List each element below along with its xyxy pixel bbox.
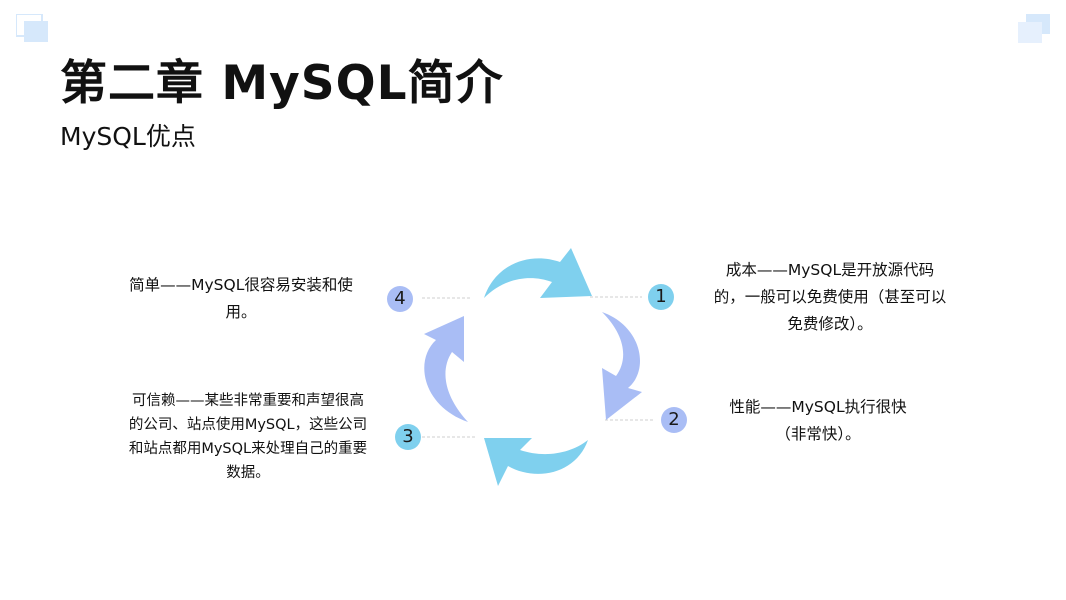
arrow-bottom [484,438,588,486]
badge-1: 1 [648,284,674,310]
badge-4: 4 [387,286,413,312]
arrow-right [602,312,642,420]
item-1-text: 成本——MySQL是开放源代码的，一般可以免费使用（甚至可以免费修改）。 [713,261,947,333]
arrow-top [484,248,592,298]
corner-decoration-top-left [16,14,48,42]
badge-2: 2 [661,407,687,433]
badge-3: 3 [395,424,421,450]
corner-decoration-top-right [1018,14,1050,43]
arrow-left [424,316,468,422]
cycle-diagram [422,248,655,486]
page-title: 第二章 MySQL简介 [60,56,504,111]
item-2-text: 性能——MySQL执行很快（非常快）。 [729,398,907,443]
item-3-text: 可信赖——某些非常重要和声望很高的公司、站点使用MySQL，这些公司和站点都用M… [128,393,368,481]
item-4-text: 简单——MySQL很容易安装和使用。 [129,276,353,321]
page-subtitle: MySQL优点 [60,122,196,151]
